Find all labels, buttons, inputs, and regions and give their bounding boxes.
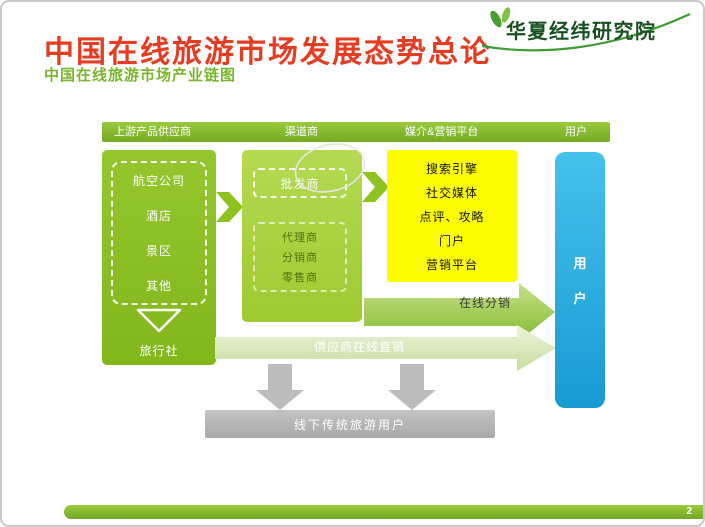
supplier-item: 景区 [145, 244, 172, 258]
media-item: 搜索引擎 [425, 161, 478, 176]
supplier-direct-label: 供应商在线直销 [314, 340, 406, 354]
reseller-item: 代理商 [282, 232, 318, 244]
media-item: 社交媒体 [425, 185, 478, 200]
offline-users-label: 线下传统旅游用户 [293, 417, 406, 432]
arrow-right-icon [362, 172, 389, 202]
suppliers-box: 航空公司 酒店 景区 其他 旅行社 [102, 150, 216, 365]
footer-bar: 2 [64, 505, 703, 519]
supplier-direct-arrow [215, 325, 556, 371]
logo: 华夏经纬研究院 [480, 4, 703, 56]
travel-agency-label: 旅行社 [139, 344, 179, 358]
media-item: 点评、攻略 [419, 209, 485, 224]
page-title: 中国在线旅游市场发展态势总论 [44, 36, 492, 69]
online-distribution-label: 在线分销 [459, 296, 512, 310]
chevron-down-icon [136, 308, 182, 333]
suppliers-dashed-group: 航空公司 酒店 景区 其他 [111, 161, 207, 305]
media-box: 搜索引擎 社交媒体 点评、攻略 门户 营销平台 [387, 150, 517, 282]
supplier-item: 其他 [145, 279, 172, 293]
online-distribution-arrow [364, 283, 555, 341]
offline-users-bar: 线下传统旅游用户 [205, 410, 495, 438]
reseller-item: 零售商 [282, 272, 318, 284]
column-label-users: 用户 [565, 126, 587, 138]
offline-flow-arrow-icon [388, 364, 436, 410]
arrow-right-icon [216, 192, 243, 222]
reseller-item: 分销商 [282, 252, 318, 264]
column-label-suppliers: 上游产品供应商 [114, 126, 191, 138]
diagram-column-header: 上游产品供应商 渠道商 媒介&营销平台 用户 [102, 122, 610, 142]
page-subtitle: 中国在线旅游市场产业链图 [44, 67, 237, 84]
page-number: 2 [686, 506, 692, 517]
column-label-media: 媒介&营销平台 [405, 126, 479, 138]
resellers-box: 代理商 分销商 零售商 [253, 222, 347, 292]
logo-text: 华夏经纬研究院 [506, 21, 657, 43]
user-char: 用 [573, 256, 587, 271]
supplier-item: 航空公司 [132, 174, 185, 188]
logo-leaf-icon [481, 7, 691, 52]
wholesaler-highlight-circle [294, 143, 366, 193]
media-item: 门户 [438, 233, 465, 248]
offline-flow-arrow-icon [256, 364, 304, 410]
user-char: 户 [573, 291, 587, 306]
supplier-item: 酒店 [145, 209, 172, 223]
column-label-channels: 渠道商 [285, 126, 318, 138]
media-item: 营销平台 [425, 257, 478, 272]
channels-box: 批发商 代理商 分销商 零售商 [242, 150, 362, 322]
user-box: 用 户 [555, 152, 605, 408]
